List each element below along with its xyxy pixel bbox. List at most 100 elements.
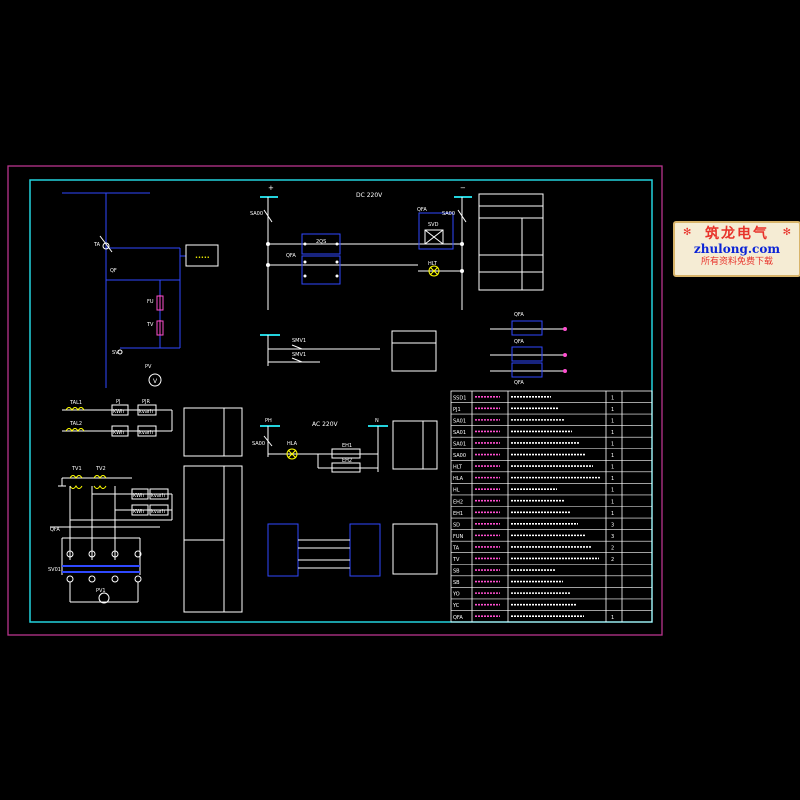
logo-star-left: ✻ (683, 227, 692, 238)
inner-frame (29, 179, 653, 623)
table-cell-code: TA (452, 545, 460, 551)
table-cell-qty: 1 (611, 499, 614, 505)
terminal-strips (267, 523, 438, 577)
small-switch-label-1: QFA (514, 312, 524, 318)
label-sv: SV (112, 350, 119, 356)
table-cell-code: SB (453, 569, 460, 575)
bus-label-1: SMV1 (292, 338, 306, 344)
table-cell-qty: 1 (611, 453, 614, 459)
pt-kvarh-1: kvarh (151, 493, 165, 499)
tal2-label: TAL2 (69, 421, 82, 427)
label-qf: QF (110, 268, 117, 274)
table-cell-code: SA01 (453, 442, 466, 448)
primary-circuit: V (62, 192, 186, 388)
label-tv: TV (146, 322, 154, 328)
table-cell-code: HLT (453, 465, 463, 471)
table-cell-qty: 1 (611, 488, 614, 494)
dc-terminals (266, 242, 464, 278)
table-cell-code: QFA (453, 615, 463, 621)
tv1-label: TV1 (71, 466, 82, 472)
hlt-label: HLT (428, 261, 438, 267)
2qs-label: 2QS (316, 239, 326, 245)
label-ta: TA (93, 242, 101, 248)
ac-voltage-label: AC 220V (312, 421, 339, 428)
small-switch-label-2: QFA (514, 339, 524, 345)
ac-phase-label: PH (265, 418, 272, 424)
logo-star-right: ✻ (782, 227, 791, 238)
kwh-meter-1: KWh (113, 409, 124, 415)
table-cell-qty: 1 (611, 395, 614, 401)
table-cell-code: FUN (453, 534, 464, 540)
pt-kwh-1: KWh (133, 493, 144, 499)
qfa-top-label: QFA (417, 207, 427, 213)
ac-lamp-label: HLA (287, 441, 298, 447)
pt-circuit (50, 475, 173, 604)
table-cell-code: YO (452, 592, 460, 598)
table-cell-code: SSD1 (453, 395, 466, 401)
dc-right-switch-label: SA00 (442, 211, 455, 217)
pt-kwh-2: KWh (133, 509, 144, 515)
bus-circuit (260, 330, 437, 372)
table-cell-code: SA01 (453, 418, 466, 424)
kvarh-meter-1: kvarh (139, 409, 153, 415)
dc-legend-box (478, 193, 544, 291)
table-cell-qty: 2 (611, 557, 614, 563)
tv2-label: TV2 (95, 466, 106, 472)
label-pv: PV (145, 364, 152, 370)
block-b (183, 465, 243, 613)
table-cell-qty: 1 (611, 442, 614, 448)
logo-url: zhulong.com (693, 242, 781, 256)
outer-frame (7, 165, 663, 636)
pt-sv-label: SV01 (48, 567, 61, 573)
table-cell-code: SA00 (453, 453, 466, 459)
table-cell-code: TV (452, 557, 460, 563)
table-cell-qty: 1 (611, 615, 614, 621)
logo-tagline: 所有资料免费下载 (700, 257, 773, 267)
logo-title: 筑龙电气 (705, 226, 769, 242)
bus-label-2: SMV1 (292, 352, 306, 358)
table-cell-qty: 1 (611, 418, 614, 424)
dc-minus: − (460, 184, 466, 192)
ac-n-label: N (375, 418, 379, 424)
table-cell-qty: 1 (611, 407, 614, 413)
table-cell-code: PJ1 (453, 407, 461, 413)
pj-label: PJ (116, 399, 121, 405)
svg-text:V: V (153, 378, 158, 385)
table-cell-code: EH2 (453, 499, 463, 505)
heater-1-label: EH1 (342, 443, 352, 449)
table-cell-qty: 1 (611, 430, 614, 436)
table-cell-code: SD (453, 522, 460, 528)
table-cell-code: YC (452, 603, 460, 609)
table-cell-code: HLA (453, 476, 464, 482)
svd-label: SVD (428, 222, 439, 228)
table-cell-qty: 3 (611, 522, 614, 528)
table-cell-code: HL (453, 488, 460, 494)
dc-control-circuit (260, 196, 472, 310)
qfa-left-label: QFA (286, 253, 296, 259)
small-switch-group (490, 320, 567, 378)
table-cell-qty: 1 (611, 511, 614, 517)
dc-plus: + (268, 184, 274, 192)
dc-left-switch-label: SA00 (250, 211, 263, 217)
pjr-label: PJR (142, 399, 150, 405)
ct-metering (62, 404, 173, 437)
kwh-meter-2: KWh (113, 430, 124, 436)
table-cell-code: SB (453, 580, 460, 586)
table-cell-code: EH1 (453, 511, 463, 517)
table-cell-qty: 1 (611, 476, 614, 482)
heater-2-label: EH2 (342, 458, 352, 464)
zhulong-logo: ✻ ✻ 筑龙电气 zhulong.com 所有资料免费下载 (673, 221, 800, 277)
table-cell-qty: 3 (611, 534, 614, 540)
tal1-label: TAL1 (69, 400, 82, 406)
dc-voltage-label: DC 220V (356, 192, 383, 199)
table-cell-code: SA01 (453, 430, 466, 436)
small-switch-label-3: QFA (514, 380, 524, 386)
measurement-box-text: ••••• (195, 255, 210, 261)
pt-qfa-label: QFA (50, 527, 60, 533)
measurement-box (185, 244, 219, 267)
label-fu: FU (147, 299, 154, 305)
block-a (183, 407, 243, 457)
ac-switch-label: SA00 (252, 441, 265, 447)
